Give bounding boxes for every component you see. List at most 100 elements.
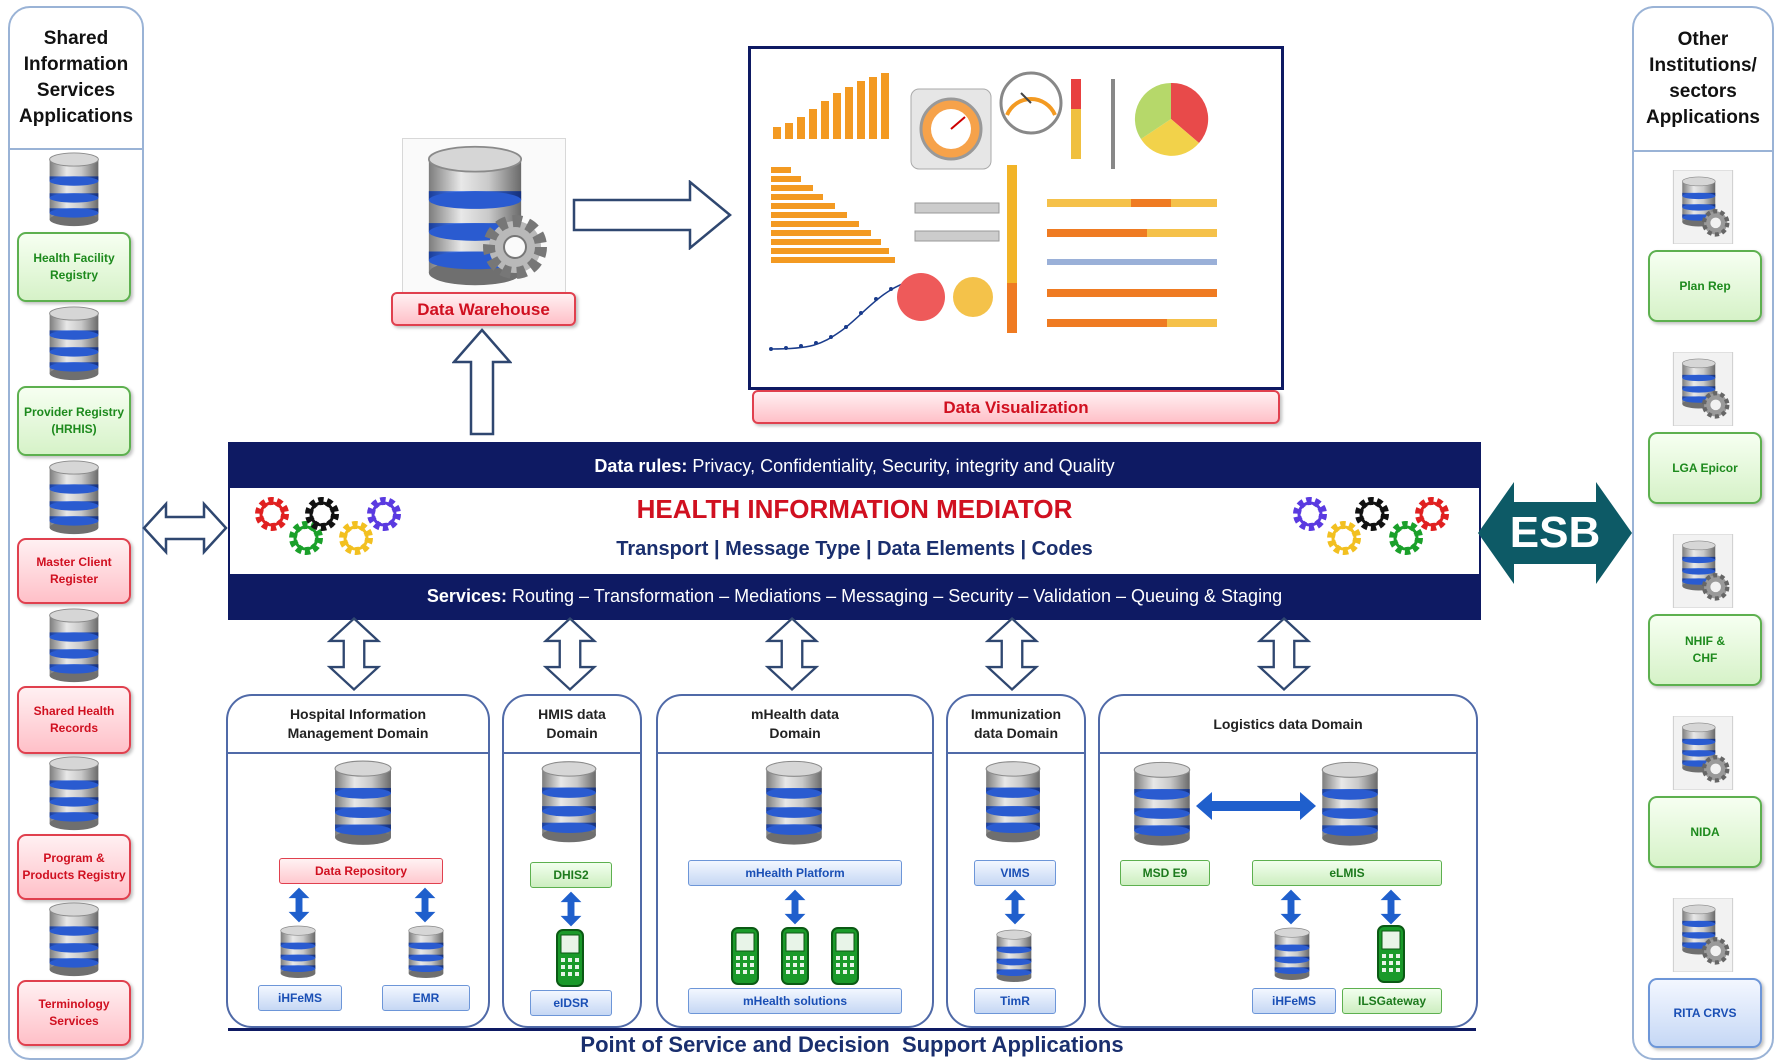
database-icon <box>330 760 396 846</box>
data-repository-tag[interactable]: Data Repository <box>279 858 443 884</box>
bidirectional-arrow-icon <box>1196 792 1316 820</box>
mobile-phone-icon <box>780 926 810 986</box>
right-item-nhif-chf[interactable]: NHIF & CHF <box>1648 614 1762 686</box>
bidirectional-arrow-icon <box>1278 888 1304 926</box>
dhis2-tag[interactable]: DHIS2 <box>530 862 612 888</box>
bidirectional-arrow-icon <box>1378 888 1404 926</box>
ihfems-tag[interactable]: iHFeMS <box>258 985 342 1011</box>
bidirectional-arrow <box>764 614 820 694</box>
database-icon <box>406 924 446 980</box>
database-icon <box>44 608 104 683</box>
bullet-charts <box>1047 199 1217 327</box>
mobile-phone-icon <box>830 926 860 986</box>
bidirectional-arrow <box>1256 614 1312 694</box>
ilsgateway-tag[interactable]: ILSGateway <box>1342 988 1442 1014</box>
right-panel-title: Other Institutions/ sectors Applications <box>1634 8 1772 152</box>
database-icon <box>994 928 1034 984</box>
data-rules-bar: Data rules: Privacy, Confidentiality, Se… <box>230 444 1479 488</box>
services-text: Routing – Transformation – Mediations – … <box>506 585 1283 606</box>
right-item-plan-rep[interactable]: Plan Rep <box>1648 250 1762 322</box>
vims-tag[interactable]: VIMS <box>974 860 1056 886</box>
up-arrow <box>452 328 512 436</box>
bidirectional-arrow <box>326 614 382 694</box>
data-warehouse-label[interactable]: Data Warehouse <box>391 292 576 326</box>
database-gear-icon <box>1670 898 1736 972</box>
bar-chart <box>771 167 895 263</box>
bidirectional-arrow-icon <box>286 886 312 924</box>
mhealth-solutions-tag[interactable]: mHealth solutions <box>688 988 902 1014</box>
right-item-rita-crvs[interactable]: RITA CRVS <box>1648 978 1762 1048</box>
hmis-data-domain: HMIS data Domain <box>502 694 642 1028</box>
database-gear-icon <box>1670 534 1736 608</box>
line-chart <box>770 280 912 350</box>
bidirectional-arrow-icon <box>412 886 438 924</box>
database-icon <box>1272 926 1312 982</box>
pie-chart <box>1134 82 1209 156</box>
vertical-bar <box>1007 165 1017 333</box>
data-visualization-label[interactable]: Data Visualization <box>752 390 1280 424</box>
database-icon <box>278 924 318 980</box>
database-icon <box>762 760 826 846</box>
domain-title: Logistics data Domain <box>1100 696 1476 754</box>
gauge-1 <box>910 88 992 170</box>
domain-title: HMIS data Domain <box>504 696 640 754</box>
domain-title: Hospital Information Management Domain <box>228 696 488 754</box>
column-chart <box>773 73 889 139</box>
database-gear-icon <box>1670 170 1736 244</box>
data-warehouse-image <box>402 138 566 297</box>
right-arrow <box>572 180 732 250</box>
left-item-master-client-register[interactable]: Master Client Register <box>17 538 131 604</box>
bidirectional-arrow <box>142 500 228 556</box>
footer-divider <box>228 1028 1476 1031</box>
msd-e9-tag[interactable]: MSD E9 <box>1120 860 1210 886</box>
database-icon <box>44 902 104 977</box>
database-icon <box>1318 760 1382 848</box>
services-bar: Services: Routing – Transformation – Med… <box>230 574 1479 618</box>
eidsr-tag[interactable]: eIDSR <box>530 990 612 1016</box>
timr-tag[interactable]: TimR <box>974 988 1056 1014</box>
left-item-provider-registry[interactable]: Provider Registry (HRHIS) <box>17 386 131 456</box>
database-gear-icon <box>1670 716 1736 790</box>
elmis-tag[interactable]: eLMIS <box>1252 860 1442 886</box>
left-item-shared-health-records[interactable]: Shared Health Records <box>17 686 131 754</box>
bidirectional-arrow <box>984 614 1040 694</box>
right-item-nida[interactable]: NIDA <box>1648 796 1762 868</box>
gears-icon <box>252 494 422 568</box>
mhealth-platform-tag[interactable]: mHealth Platform <box>688 860 902 886</box>
bidirectional-arrow-icon <box>1002 888 1028 926</box>
database-icon <box>44 152 104 227</box>
mobile-phone-icon <box>730 926 760 986</box>
database-icon <box>44 306 104 381</box>
bidirectional-arrow-icon <box>558 890 584 928</box>
emr-tag[interactable]: EMR <box>382 985 470 1011</box>
footer-label: Point of Service and Decision Support Ap… <box>580 1032 1124 1057</box>
bidirectional-arrow-icon <box>782 888 808 926</box>
gauge-2 <box>999 71 1063 135</box>
database-icon <box>1130 760 1194 848</box>
database-icon <box>44 460 104 535</box>
left-item-health-facility-registry[interactable]: Health Facility Registry <box>17 232 131 302</box>
esb-label: ESB <box>1509 508 1601 557</box>
mobile-phone-icon <box>1376 924 1406 984</box>
services-prefix: Services: <box>426 585 507 606</box>
ihfems-tag[interactable]: iHFeMS <box>1252 988 1336 1014</box>
dashboard-image <box>748 46 1284 390</box>
left-panel-title: Shared Information Services Applications <box>10 8 142 150</box>
esb-arrow: ESB <box>1478 482 1632 584</box>
database-icon <box>982 760 1044 844</box>
bidirectional-arrow <box>542 614 598 694</box>
database-icon <box>538 760 600 844</box>
mediator-title: HEALTH INFORMATION MEDIATOR <box>636 494 1073 524</box>
sliders <box>914 202 1000 242</box>
domain-title: mHealth data Domain <box>658 696 932 754</box>
data-rules-text: Privacy, Confidentiality, Security, inte… <box>687 455 1115 476</box>
left-item-terminology-services[interactable]: Terminology Services <box>17 980 131 1046</box>
mediator-subtitle: Transport | Message Type | Data Elements… <box>616 538 1093 560</box>
gears-icon <box>1290 494 1460 568</box>
database-icon <box>44 756 104 831</box>
domain-title: Immunization data Domain <box>948 696 1084 754</box>
database-gear-icon <box>1670 352 1736 426</box>
right-item-lga-epicor[interactable]: LGA Epicor <box>1648 432 1762 504</box>
health-information-mediator: Data rules: Privacy, Confidentiality, Se… <box>228 442 1481 620</box>
left-item-program-products-registry[interactable]: Program & Products Registry <box>17 834 131 900</box>
